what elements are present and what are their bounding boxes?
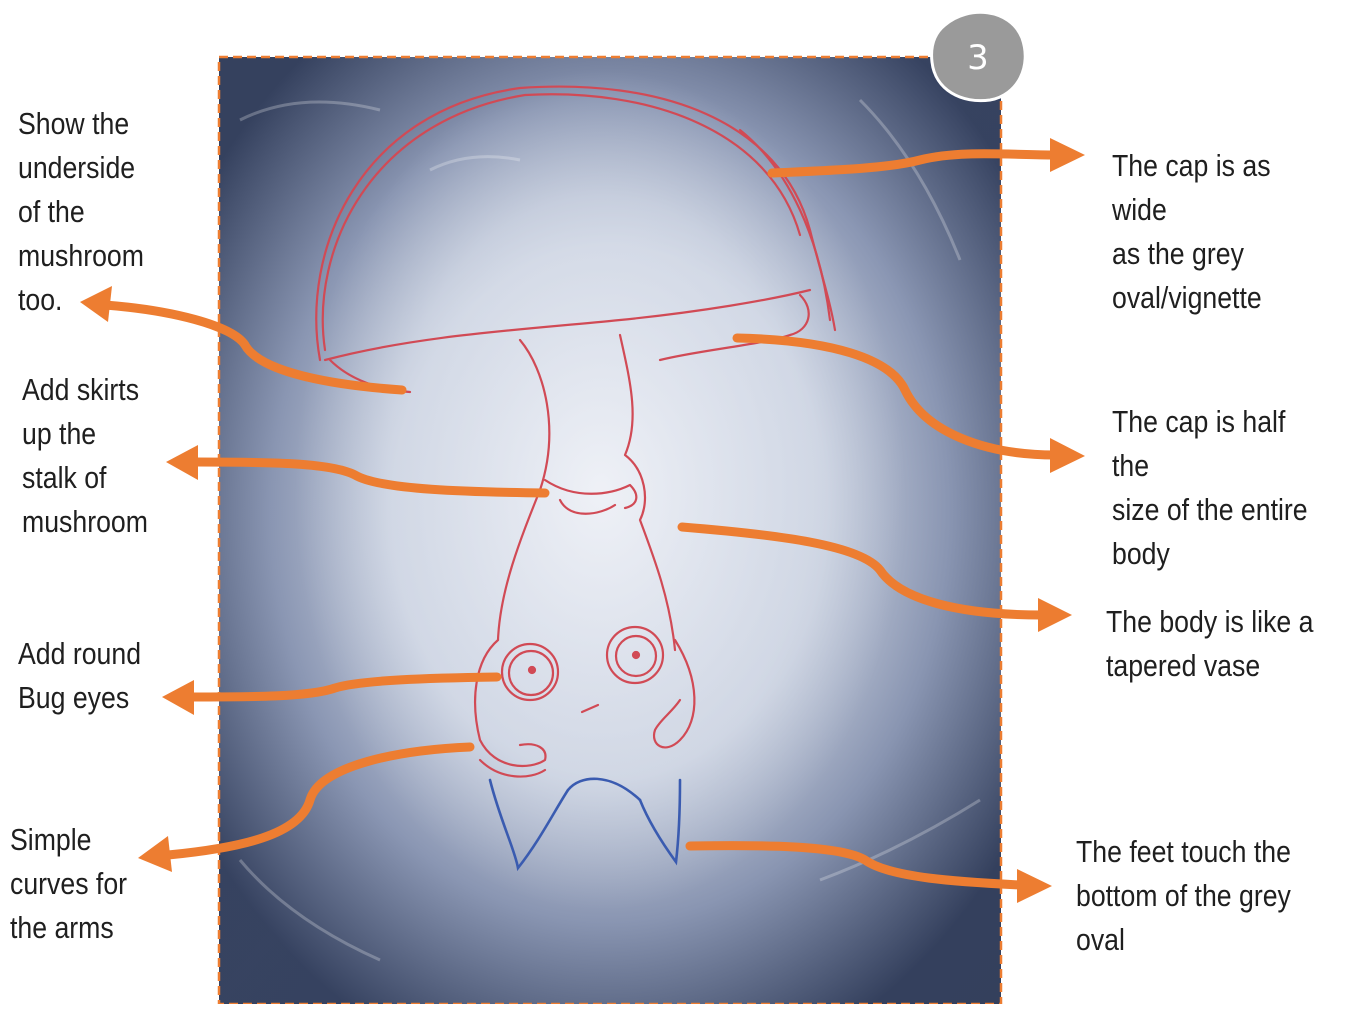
arrowhead-skirts (166, 445, 198, 480)
annotation-cap-width: The cap is as wide as the grey oval/vign… (1112, 144, 1322, 320)
arrowhead-body-vase (1038, 598, 1072, 632)
arrowhead-cap-half (1050, 438, 1085, 473)
arrowhead-cap-width (1050, 138, 1085, 172)
grey-oval-vignette (295, 70, 905, 910)
left-pupil (529, 667, 535, 673)
annotation-eyes: Add round Bug eyes (18, 632, 141, 720)
annotation-arms: Simple curves for the arms (10, 818, 127, 950)
arrowhead-arms (138, 836, 172, 872)
right-pupil (633, 652, 639, 658)
step-badge-number: 3 (967, 38, 989, 78)
annotation-cap-half: The cap is half the size of the entire b… (1112, 400, 1322, 576)
annotation-skirts: Add skirts up the stalk of mushroom (22, 368, 148, 544)
painting (219, 57, 1001, 1004)
arrowhead-feet (1017, 869, 1052, 903)
annotation-feet: The feet touch the bottom of the grey ov… (1076, 830, 1291, 962)
arrowhead-eyes (162, 680, 194, 715)
annotation-body-vase: The body is like a tapered vase (1106, 600, 1313, 688)
annotation-underside: Show the underside of the mushroom too. (18, 102, 144, 322)
step-badge: 3 (932, 12, 1026, 100)
